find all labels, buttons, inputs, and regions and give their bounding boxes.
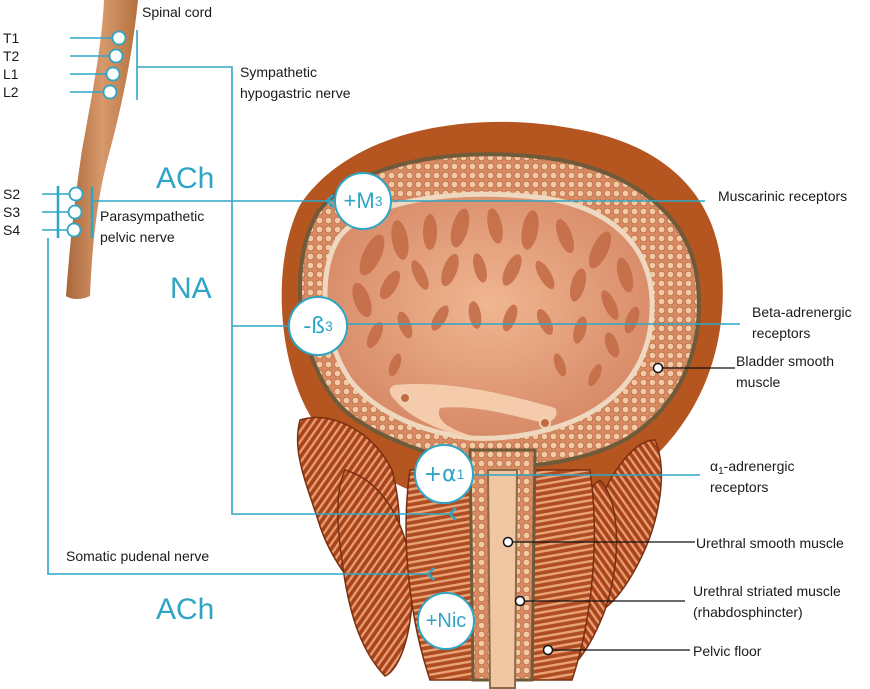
- pelvic-floor-label: Pelvic floor: [693, 643, 762, 659]
- bladder-rugae: [352, 208, 640, 387]
- receptor-nic-main: +Nic: [425, 609, 467, 632]
- receptor-alpha1-main: +α: [423, 461, 457, 487]
- leader-lines: [508, 367, 735, 651]
- spinal-cord-label: Spinal cord: [142, 4, 213, 20]
- muscarinic-receptors-label: Muscarinic receptors: [718, 188, 848, 204]
- trigone-shape: [389, 384, 557, 440]
- spinal-segment-nodes: [66, 30, 127, 238]
- urethral-lumen: [486, 469, 519, 689]
- alpha-suffix: -adrenergic: [723, 458, 795, 474]
- segment-label: T2: [3, 48, 20, 64]
- sympathetic-nerve-label-line2: hypogastric nerve: [240, 85, 351, 101]
- leader-dots: [502, 362, 664, 656]
- neurotransmitter-ach-parasympathetic: ACh: [156, 162, 215, 195]
- segment-label: S3: [3, 204, 21, 220]
- parasympathetic-nerve-label-line2: pelvic nerve: [100, 229, 175, 245]
- receptor-m3-main: +M: [343, 188, 375, 213]
- sympathetic-nerve-label-line1: Sympathetic: [240, 64, 318, 80]
- segment-label: S2: [3, 186, 21, 202]
- alpha-subscript: 1: [718, 466, 724, 477]
- segment-label: L2: [3, 84, 19, 100]
- spinal-cord-shape: [66, 0, 138, 299]
- somatic-nerve-label: Somatic pudenal nerve: [66, 548, 210, 564]
- neurotransmitter-na: NA: [170, 272, 212, 305]
- segment-label: S4: [3, 222, 21, 238]
- beta-adrenergic-label-line1: Beta-adrenergic: [752, 304, 852, 320]
- receptor-beta3-main: -ß: [303, 313, 325, 339]
- ureter-orifice-right: [539, 417, 551, 429]
- beta-adrenergic-label-line2: receptors: [752, 325, 811, 341]
- urethral-striated-label-line2: (rhabdosphincter): [693, 604, 803, 620]
- receptor-beta3-sub: 3: [325, 318, 333, 334]
- ureter-orifice-left: [399, 392, 411, 404]
- segment-label: T1: [3, 30, 20, 46]
- bladder-muscle-label-line1: Bladder smooth: [736, 353, 835, 369]
- alpha-adrenergic-label-line1: α1-adrenergic: [710, 456, 794, 482]
- urethral-striated-label-line1: Urethral striated muscle: [693, 583, 841, 599]
- alpha-adrenergic-label-line2: receptors: [710, 479, 769, 495]
- segment-label: L1: [3, 66, 19, 82]
- alpha-symbol: α: [710, 458, 719, 474]
- neurotransmitter-ach-somatic: ACh: [156, 593, 215, 626]
- parasympathetic-nerve-label-line1: Parasympathetic: [100, 208, 205, 224]
- receptor-nicotinic: +Nic: [417, 592, 475, 650]
- bladder-muscle-label-line2: muscle: [736, 374, 781, 390]
- receptor-m3-sub: 3: [374, 193, 383, 209]
- urethral-smooth-muscle-label: Urethral smooth muscle: [696, 535, 844, 551]
- receptor-alpha1-sub: 1: [456, 466, 465, 482]
- nerve-lines: [42, 30, 740, 575]
